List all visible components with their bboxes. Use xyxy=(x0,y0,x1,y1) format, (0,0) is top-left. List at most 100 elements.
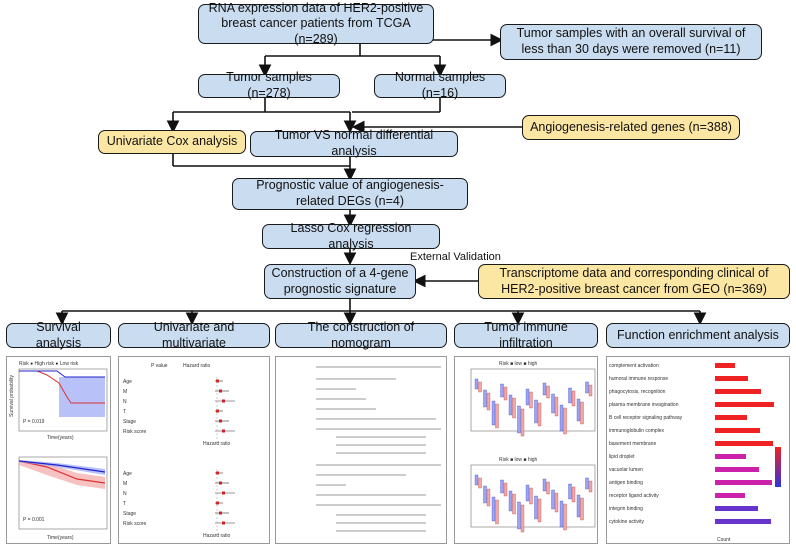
enrich-bar xyxy=(715,415,747,420)
enrich-bar xyxy=(715,493,745,498)
forest-point xyxy=(216,471,219,475)
enrich-term-label: vacuolar lumen xyxy=(609,467,643,473)
forest-row-label: M xyxy=(123,481,127,487)
immune-box-low xyxy=(534,399,538,424)
immune-box-low xyxy=(559,500,564,528)
enrich-bar xyxy=(715,480,772,485)
immune-box-high xyxy=(478,477,482,489)
km-ylabel-1: Survival probability xyxy=(9,375,15,417)
enrich-term-label: complement activation xyxy=(609,363,659,369)
external-validation-label: External Validation xyxy=(410,251,501,263)
immune-box-high xyxy=(486,488,491,507)
km-pvalue-1: P = 0.019 xyxy=(23,419,45,425)
univariate-cox-box: Univariate Cox analysis xyxy=(98,130,246,154)
enrich-bar xyxy=(715,506,758,511)
immune-box-low xyxy=(474,378,479,390)
nomogram-box: The construction of nomogram xyxy=(275,320,447,350)
angiogenesis-genes-box: Angiogenesis-related genes (n=388) xyxy=(522,115,740,140)
enrich-bar xyxy=(715,454,746,459)
forest-row-label: Stage xyxy=(123,511,136,517)
forest-point xyxy=(216,409,219,413)
immune-box-high xyxy=(512,397,516,419)
enrich-bar xyxy=(715,402,774,407)
enrich-term-label: lipid droplet xyxy=(609,454,635,460)
forest-point xyxy=(219,389,222,393)
normal-samples-box: Normal samples (n=16) xyxy=(374,70,506,100)
immune-box-low xyxy=(568,387,572,404)
enrich-term-label: antigen binding xyxy=(609,480,643,486)
enrich-bar xyxy=(715,467,759,472)
immune-box-high xyxy=(554,492,559,513)
immune-box-low xyxy=(474,474,479,486)
enrichment-box: Function enrichment analysis xyxy=(606,323,790,348)
immune-box-low xyxy=(525,484,530,502)
immune-legend-1: Risk ■ low ■ high xyxy=(499,361,537,367)
forest-xlabel-1: Hazard ratio xyxy=(203,441,230,447)
survival-analysis-box: Survival analysis xyxy=(6,320,111,350)
forest-row-label: Age xyxy=(123,379,132,385)
forest-col-pvalue: P value xyxy=(151,363,168,369)
forest-row-label: T xyxy=(123,501,126,507)
immune-box-low xyxy=(576,494,581,518)
enrich-term-label: basement membrane xyxy=(609,441,656,447)
enrich-bar xyxy=(715,441,773,446)
nomogram-thumbnail xyxy=(275,356,447,544)
forest-point xyxy=(216,379,219,383)
signature-box: Construction of a 4-gene prognostic sign… xyxy=(264,264,416,299)
forest-point xyxy=(222,399,225,403)
forest-row-label: Age xyxy=(123,471,132,477)
immune-box-low xyxy=(585,381,589,394)
forest-row-label: Risk score xyxy=(123,429,147,435)
enrichment-thumbnail: complement activation humoral immune resp… xyxy=(606,356,790,544)
immune-box-high xyxy=(529,487,533,505)
forest-point xyxy=(222,491,225,495)
immune-infiltration-box: Tumor immune infiltration xyxy=(454,320,598,350)
immune-box-low xyxy=(559,404,564,432)
immune-box-high xyxy=(546,481,550,495)
tumor-samples-box: Tumor samples (n=278) xyxy=(198,70,340,100)
enrich-xlabel: Count xyxy=(717,537,731,543)
enrich-term-label: humoral immune response xyxy=(609,376,668,382)
enrich-term-label: phagocytosis, recognition xyxy=(609,389,666,395)
forest-point xyxy=(222,429,225,433)
enrich-term-label: integrin binding xyxy=(609,506,643,512)
immune-box-low xyxy=(508,394,513,416)
forest-point xyxy=(222,521,225,525)
km-xlabel-2: Time(years) xyxy=(47,535,74,541)
immune-box-high xyxy=(588,480,593,493)
immune-box-high xyxy=(580,497,584,521)
immune-box-high xyxy=(571,390,576,407)
forest-row-label: Risk score xyxy=(123,521,147,527)
immune-box-low xyxy=(525,388,530,406)
prognostic-degs-box: Prognostic value of angiogenesis-related… xyxy=(232,178,468,210)
forest-point xyxy=(219,481,222,485)
forest-point xyxy=(216,501,219,505)
immune-box-low xyxy=(491,496,496,522)
immune-box-low xyxy=(576,398,581,422)
immune-box-low xyxy=(500,479,504,494)
immune-box-low xyxy=(542,478,547,492)
immune-box-high xyxy=(563,503,567,531)
forest-row-label: M xyxy=(123,389,127,395)
forest-xlabel-2: Hazard ratio xyxy=(203,533,230,539)
immune-box-high xyxy=(486,392,491,411)
immune-box-low xyxy=(551,393,555,414)
enrich-term-label: plasma membrane invagination xyxy=(609,402,679,408)
forest-row-label: T xyxy=(123,409,126,415)
enrich-bar xyxy=(715,519,771,524)
immune-box-high xyxy=(520,504,525,533)
uni-multi-box: Univariate and multivariate xyxy=(118,320,270,350)
immune-box-low xyxy=(517,501,521,530)
immune-box-low xyxy=(500,383,504,398)
immune-box-low xyxy=(568,483,572,500)
immune-box-high xyxy=(537,498,542,523)
km-pvalue-2: P = 0.001 xyxy=(23,517,45,523)
immune-box-low xyxy=(483,485,487,504)
immune-box-high xyxy=(503,482,508,497)
immune-box-low xyxy=(491,400,496,426)
km-xlabel-1: Time(years) xyxy=(47,435,74,441)
enrich-term-label: receptor ligand activity xyxy=(609,493,659,499)
lasso-box: Lasso Cox regression analysis xyxy=(262,221,440,251)
